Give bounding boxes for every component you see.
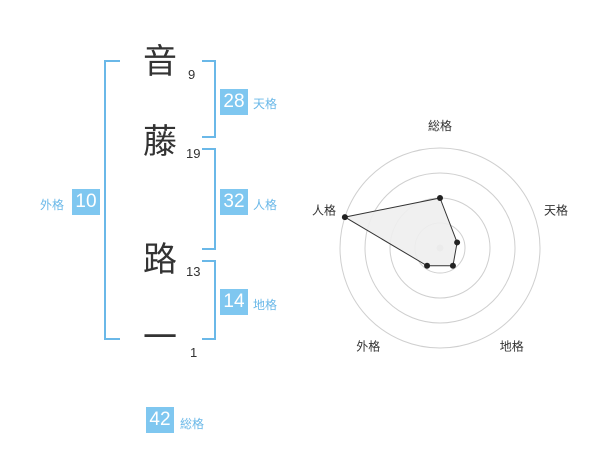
radar-axis-label-4: 外格 [356, 339, 380, 354]
gaikaku-value: 10 [72, 189, 100, 215]
name-char-4: 一 [143, 318, 177, 358]
radar-ring [339, 147, 541, 349]
name-char-1: 音 [143, 42, 177, 82]
gaikaku-bracket [104, 60, 120, 340]
name-char-3: 路 [143, 240, 177, 280]
radar-axis-label-3: 地格 [500, 339, 524, 354]
tenkaku-bracket [202, 60, 216, 138]
jinkaku-bracket [202, 148, 216, 250]
gaikaku-label: 外格 [40, 198, 65, 212]
stroke-count-2: 19 [186, 146, 201, 161]
radar-point-2 [454, 239, 461, 246]
radar-points [341, 195, 461, 269]
jinkaku-value: 32 [220, 189, 248, 215]
radar-shape [343, 197, 458, 267]
soukaku-value: 42 [146, 407, 174, 433]
tenkaku-value: 28 [220, 89, 248, 115]
name-char-2: 藤 [143, 122, 177, 162]
stroke-count-3: 13 [186, 264, 201, 279]
radar-axis-label-2: 天格 [544, 202, 568, 217]
chikaku-label: 地格 [253, 298, 278, 312]
radar-point-4 [424, 262, 431, 269]
radar-axis-label-1: 総格 [428, 118, 452, 133]
radar-point-5 [341, 214, 348, 221]
radar-ring [364, 172, 516, 324]
radar-axis-label-5: 人格 [312, 202, 336, 217]
stroke-count-1: 9 [188, 67, 196, 82]
soukaku-label: 総格 [180, 417, 205, 431]
tenkaku-label: 天格 [253, 97, 278, 111]
radar-point-3 [449, 262, 456, 269]
chikaku-bracket [202, 260, 216, 340]
stroke-count-4: 1 [190, 345, 198, 360]
radar-point-1 [437, 195, 443, 201]
jinkaku-label: 人格 [253, 198, 278, 212]
chikaku-value: 14 [220, 289, 248, 315]
